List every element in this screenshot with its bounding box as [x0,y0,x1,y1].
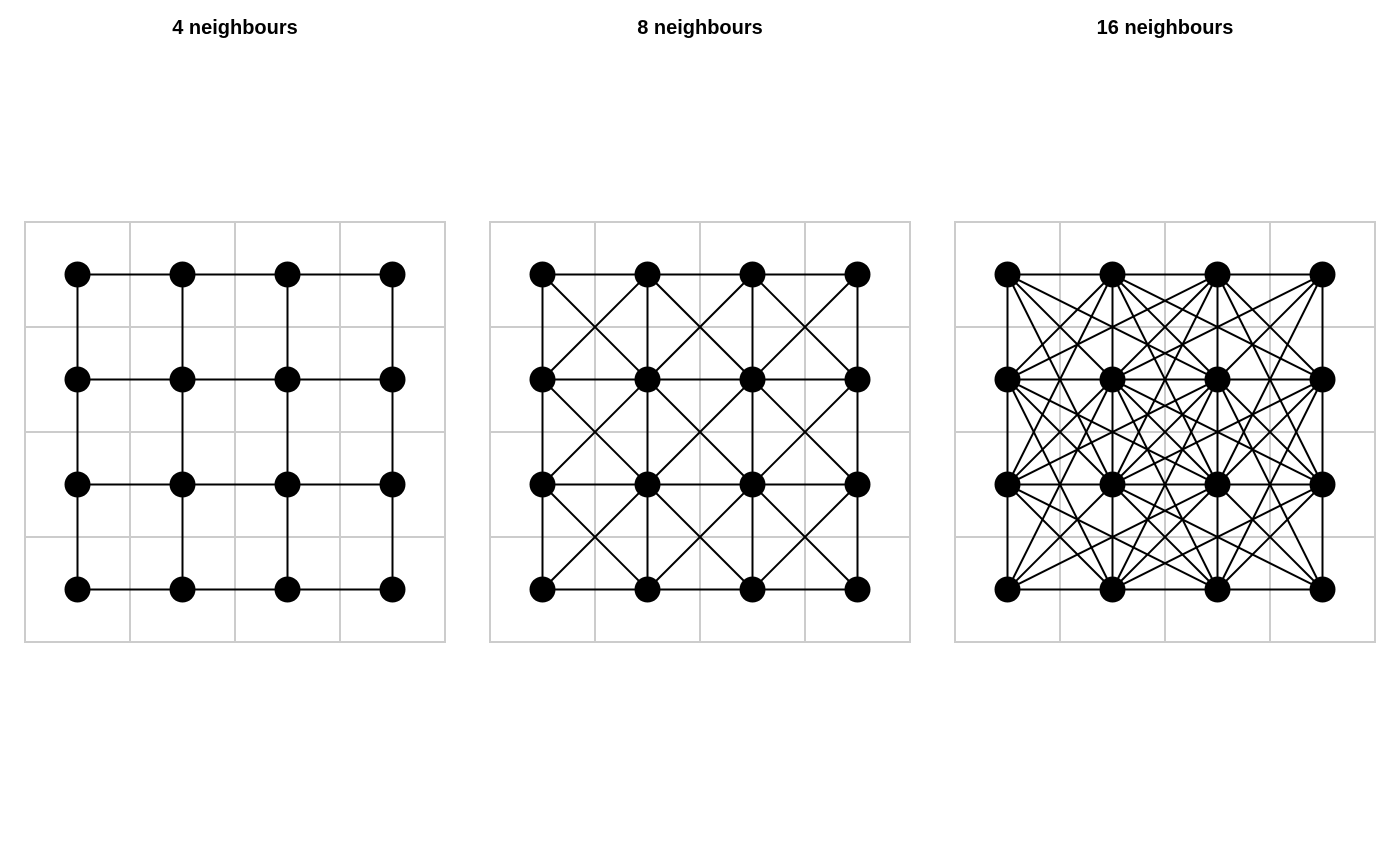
graph-node [634,471,661,498]
graph-node [994,576,1021,603]
graph-edge [1007,483,1218,591]
graph-edge [1216,378,1324,486]
graph-edge [1111,378,1219,486]
graph-node [379,366,406,393]
graph-node [274,366,301,393]
graph-edge [646,273,754,381]
graph-edge [1112,483,1323,591]
graph-edge [1006,378,1114,486]
graph-node [1099,471,1126,498]
graph-edge [1216,273,1324,381]
graph-node [274,261,301,288]
graph-node [844,261,871,288]
graph-node [1204,261,1231,288]
graph-node [739,471,766,498]
graph-edge [1111,273,1219,381]
graph-node [1099,576,1126,603]
graph-edge [1006,483,1114,591]
graph-node [1099,261,1126,288]
graph-node [844,576,871,603]
panel-title-16-neighbours: 16 neighbours [1096,17,1234,39]
graph-node [1309,471,1336,498]
graph-node [844,366,871,393]
graph-node [274,471,301,498]
nodes [529,261,871,603]
graph-edge [1111,483,1219,591]
graph-node [634,576,661,603]
graph-node [1309,366,1336,393]
graph-edge [646,483,754,591]
graph-node [169,261,196,288]
graph-edge [751,483,859,591]
graph-panel-4-neighbours [24,221,446,643]
graph-node [994,261,1021,288]
edges [1006,273,1324,591]
graph-node [529,366,556,393]
graph-node [844,471,871,498]
graph-node [169,576,196,603]
graph-node [1204,471,1231,498]
nodes [994,261,1336,603]
background-grid [24,221,446,643]
graph-edge [541,273,649,381]
panel-title-4-neighbours: 4 neighbours [172,17,298,39]
graph-node [379,576,406,603]
graph-edge [646,378,754,486]
graph-node [529,471,556,498]
graph-node [379,261,406,288]
graph-node [994,366,1021,393]
graph-edge [1007,378,1218,486]
panel-title-8-neighbours: 8 neighbours [637,17,763,39]
graph-edge [1112,378,1323,486]
graph-node [529,261,556,288]
graph-node [1309,576,1336,603]
edges [76,273,394,591]
graph-edge [541,483,649,591]
graph-edge [751,273,859,381]
graph-edge [1112,273,1323,381]
graph-node [1309,261,1336,288]
graph-node [634,366,661,393]
graph-edge [541,378,649,486]
graph-node [64,471,91,498]
graph-node [994,471,1021,498]
graph-node [1099,366,1126,393]
graph-node [739,576,766,603]
graph-node [379,471,406,498]
graph-panel-8-neighbours [489,221,911,643]
graph-node [739,366,766,393]
graph-node [1204,576,1231,603]
graph-edge [1007,273,1218,381]
graph-node [169,366,196,393]
graph-node [634,261,661,288]
graph-node [169,471,196,498]
graph-node [739,261,766,288]
graph-node [64,261,91,288]
graph-edge [751,378,859,486]
graph-node [64,576,91,603]
edges [541,273,859,591]
nodes [64,261,406,603]
graph-edge [1216,483,1324,591]
graph-node [274,576,301,603]
graph-node [1204,366,1231,393]
graph-panel-16-neighbours [954,221,1376,643]
graph-edge [1006,273,1114,381]
graph-node [529,576,556,603]
graph-node [64,366,91,393]
